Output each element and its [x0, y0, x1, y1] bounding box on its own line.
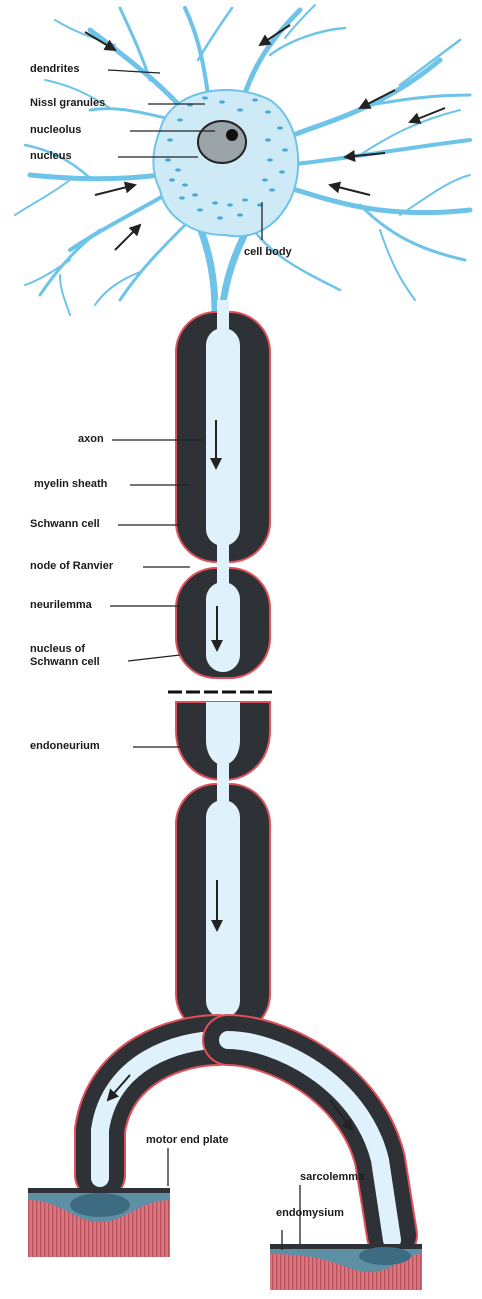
label-nissl-granules: Nissl granules	[30, 97, 105, 110]
label-dendrites: dendrites	[30, 63, 80, 76]
label-sarcolemma: sarcolemma	[300, 1171, 364, 1184]
label-motor-end-plate: motor end plate	[146, 1134, 229, 1147]
label-nucleus-of-schwann-cell-1: nucleus of	[30, 643, 85, 656]
label-axon: axon	[78, 433, 104, 446]
muscle-fiber-left	[28, 1188, 170, 1257]
label-schwann-cell: Schwann cell	[30, 518, 100, 531]
nucleolus-shape	[226, 129, 238, 141]
label-neurilemma: neurilemma	[30, 599, 92, 612]
label-cell-body: cell body	[244, 246, 292, 259]
muscle-fiber-right	[270, 1244, 422, 1290]
myelinated-axon	[176, 300, 270, 1050]
label-node-of-ranvier: node of Ranvier	[30, 560, 113, 573]
label-nucleus-of-schwann-cell-2: Schwann cell	[30, 656, 100, 669]
label-nucleolus: nucleolus	[30, 124, 81, 137]
label-endomysium: endomysium	[276, 1207, 344, 1220]
label-myelin-sheath: myelin sheath	[34, 478, 107, 491]
label-nucleus: nucleus	[30, 150, 72, 163]
label-endoneurium: endoneurium	[30, 740, 100, 753]
nucleus-shape	[198, 121, 246, 163]
